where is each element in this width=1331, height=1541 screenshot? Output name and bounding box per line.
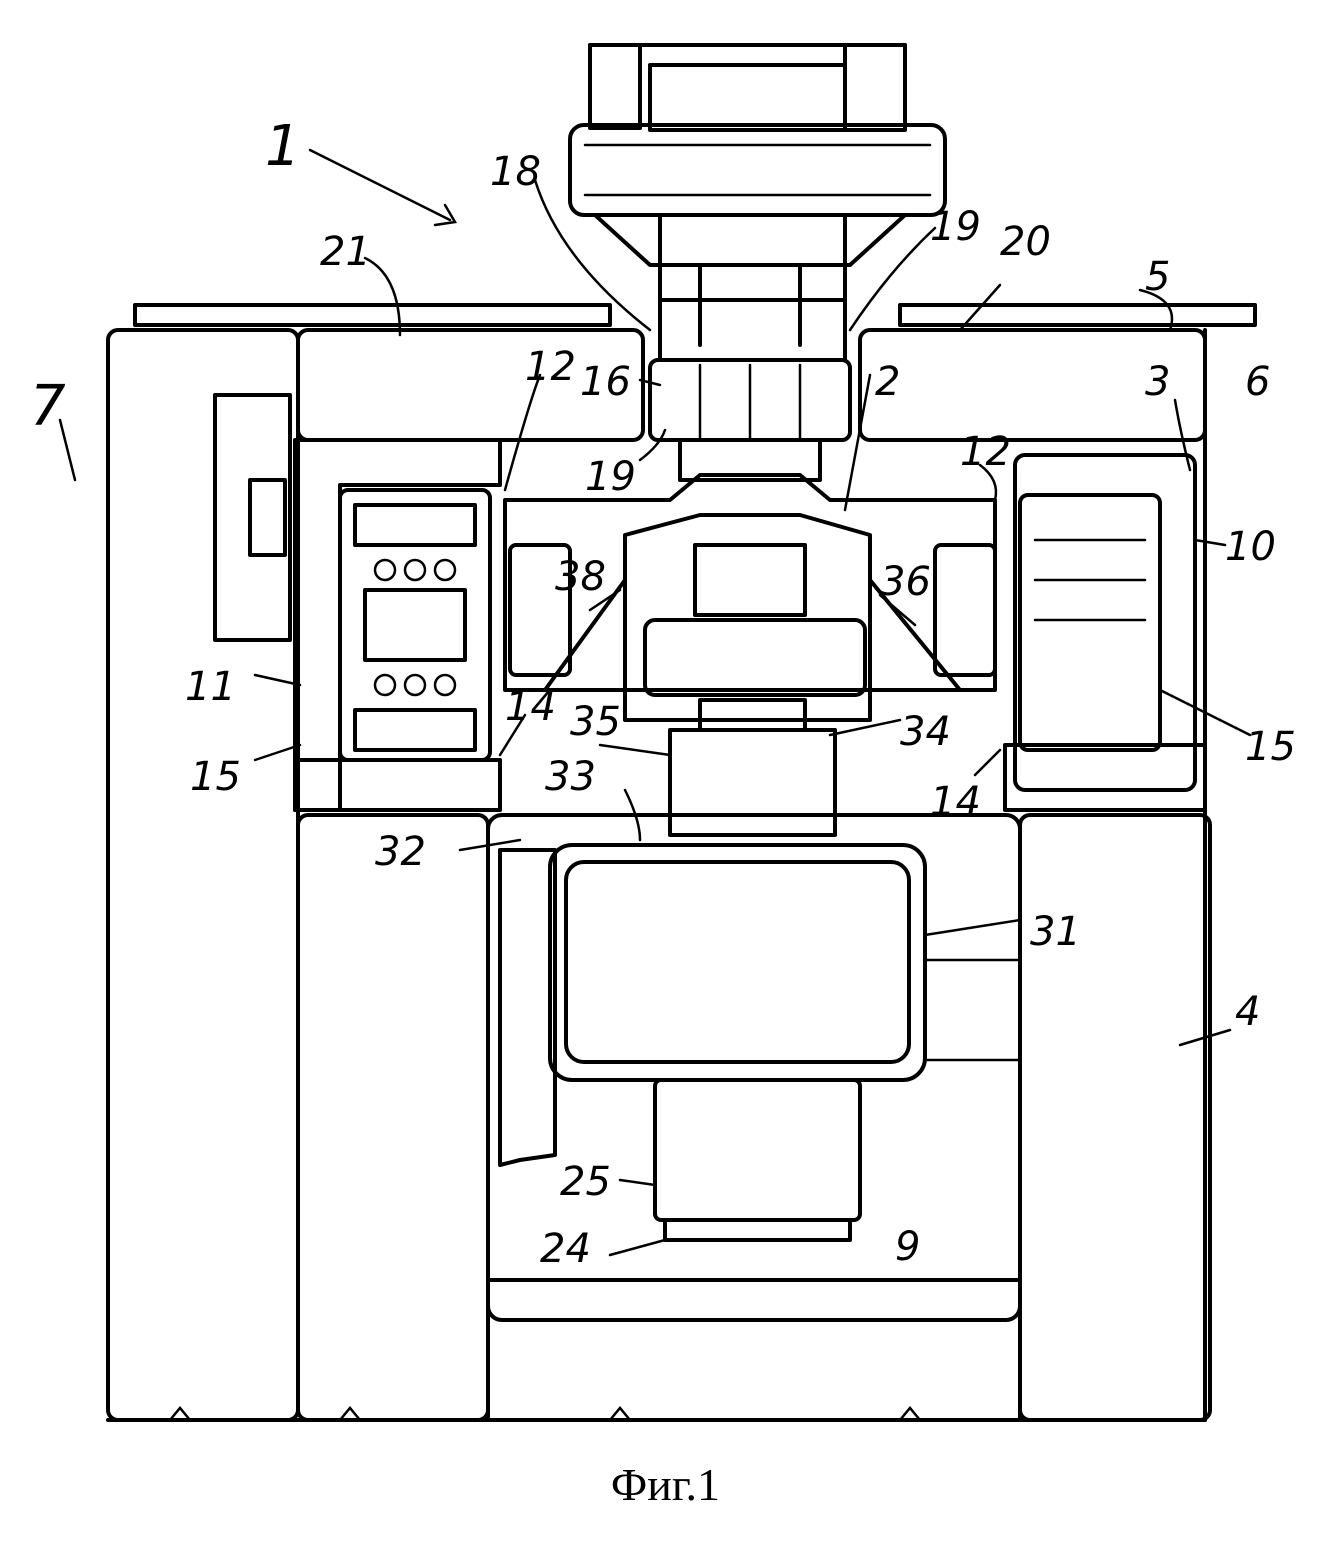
top-plates — [135, 305, 1255, 325]
label-25: 25 — [560, 1159, 611, 1205]
label-33: 33 — [545, 754, 596, 800]
label-31: 31 — [1030, 909, 1081, 955]
label-24: 24 — [540, 1226, 591, 1272]
label-7: 7 — [30, 374, 66, 439]
label-16: 16 — [580, 359, 631, 405]
label-34: 34 — [900, 709, 951, 755]
label-36: 36 — [880, 559, 931, 605]
label-9: 9 — [895, 1224, 920, 1270]
label-1: 1 — [265, 114, 301, 179]
label-38: 38 — [555, 554, 606, 600]
label-4: 4 — [1235, 989, 1260, 1035]
label-18: 18 — [490, 149, 541, 195]
label-10: 10 — [1225, 524, 1276, 570]
label-12b: 12 — [960, 429, 1011, 475]
right-roller — [1005, 455, 1205, 810]
label-21: 21 — [320, 229, 371, 275]
label-14b: 14 — [930, 779, 981, 825]
label-5: 5 — [1145, 254, 1170, 300]
left-bearing — [215, 395, 500, 810]
label-12a: 12 — [525, 344, 576, 390]
label-11: 11 — [185, 664, 236, 710]
label-2: 2 — [875, 359, 900, 405]
wheel-16 — [650, 360, 850, 480]
label-15b: 15 — [1245, 724, 1296, 770]
label-19b: 19 — [585, 454, 636, 500]
label-19a: 19 — [930, 204, 981, 250]
top-clamp — [570, 45, 945, 360]
label-35: 35 — [570, 699, 621, 745]
label-20: 20 — [1000, 219, 1051, 265]
label-6: 6 — [1245, 359, 1270, 405]
label-3: 3 — [1145, 359, 1170, 405]
label-32: 32 — [375, 829, 426, 875]
figure-caption: Фиг.1 — [0, 1458, 1331, 1511]
label-15a: 15 — [190, 754, 241, 800]
label-14a: 14 — [505, 684, 556, 730]
